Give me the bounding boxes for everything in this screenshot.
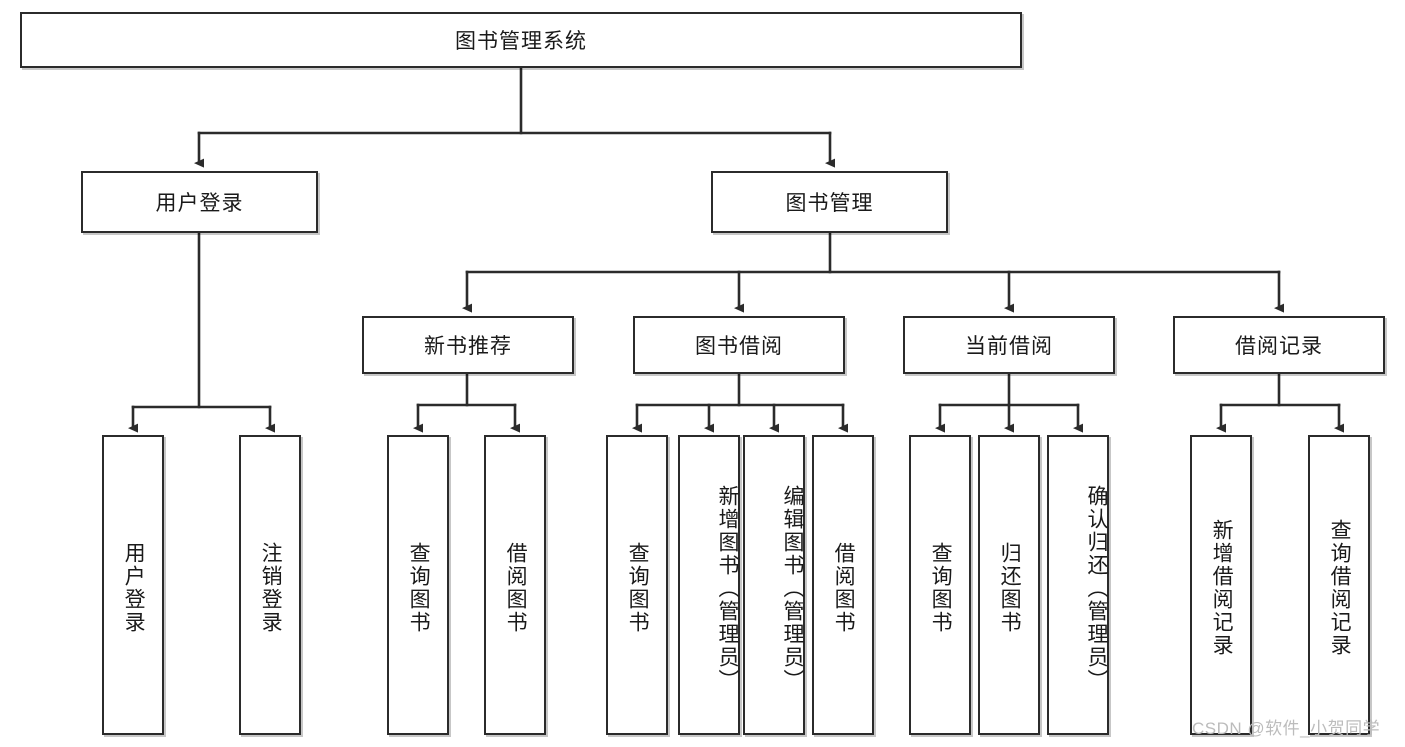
node-root-label: 图书管理系统 bbox=[455, 30, 587, 53]
node-borrow-record-label: 借阅记录 bbox=[1235, 335, 1323, 358]
node-leaf-query-book-current[interactable]: 查询图书 bbox=[909, 435, 971, 735]
node-current-borrow[interactable]: 当前借阅 bbox=[903, 316, 1115, 374]
node-current-borrow-label: 当前借阅 bbox=[965, 335, 1053, 358]
node-leaf-confirm-return[interactable]: 确认归还（管理员） bbox=[1047, 435, 1109, 735]
node-leaf-query-borrow-record[interactable]: 查询借阅记录 bbox=[1308, 435, 1370, 735]
node-leaf-add-borrow-record[interactable]: 新增借阅记录 bbox=[1190, 435, 1252, 735]
node-leaf-borrow-book-label: 借阅图书 bbox=[832, 542, 856, 634]
node-leaf-query-book-borrow-label: 查询图书 bbox=[626, 542, 650, 634]
node-leaf-query-book-borrow[interactable]: 查询图书 bbox=[606, 435, 668, 735]
node-book-borrow-label: 图书借阅 bbox=[695, 335, 783, 358]
node-root[interactable]: 图书管理系统 bbox=[20, 12, 1022, 68]
node-leaf-add-book-label: 新增图书（管理员） bbox=[716, 484, 739, 692]
node-leaf-query-book-current-label: 查询图书 bbox=[929, 542, 953, 634]
node-leaf-logout[interactable]: 注销登录 bbox=[239, 435, 301, 735]
node-leaf-query-borrow-record-label: 查询借阅记录 bbox=[1328, 519, 1352, 657]
node-leaf-borrow-book[interactable]: 借阅图书 bbox=[812, 435, 874, 735]
node-leaf-edit-book-label: 编辑图书（管理员） bbox=[781, 484, 804, 692]
node-user-login-label: 用户登录 bbox=[155, 192, 244, 215]
node-user-login[interactable]: 用户登录 bbox=[81, 171, 318, 233]
watermark-text: CSDN @软件_小贺同学 bbox=[1192, 719, 1381, 738]
node-leaf-add-book[interactable]: 新增图书（管理员） bbox=[678, 435, 740, 735]
node-leaf-query-book-recommend-label: 查询图书 bbox=[407, 542, 431, 634]
node-leaf-confirm-return-label: 确认归还（管理员） bbox=[1085, 484, 1108, 692]
node-new-book-recommend[interactable]: 新书推荐 bbox=[362, 316, 574, 374]
node-borrow-record[interactable]: 借阅记录 bbox=[1173, 316, 1385, 374]
node-leaf-user-login[interactable]: 用户登录 bbox=[102, 435, 164, 735]
node-leaf-borrow-book-recommend[interactable]: 借阅图书 bbox=[484, 435, 546, 735]
node-book-borrow[interactable]: 图书借阅 bbox=[633, 316, 845, 374]
node-leaf-return-book[interactable]: 归还图书 bbox=[978, 435, 1040, 735]
node-new-book-recommend-label: 新书推荐 bbox=[424, 335, 512, 358]
node-leaf-return-book-label: 归还图书 bbox=[998, 542, 1022, 634]
node-book-manage[interactable]: 图书管理 bbox=[711, 171, 948, 233]
node-leaf-user-login-label: 用户登录 bbox=[122, 542, 146, 634]
node-leaf-logout-label: 注销登录 bbox=[259, 542, 283, 634]
node-leaf-borrow-book-recommend-label: 借阅图书 bbox=[504, 542, 528, 634]
node-book-manage-label: 图书管理 bbox=[785, 192, 874, 215]
node-leaf-query-book-recommend[interactable]: 查询图书 bbox=[387, 435, 449, 735]
node-leaf-add-borrow-record-label: 新增借阅记录 bbox=[1210, 519, 1234, 657]
node-leaf-edit-book[interactable]: 编辑图书（管理员） bbox=[743, 435, 805, 735]
